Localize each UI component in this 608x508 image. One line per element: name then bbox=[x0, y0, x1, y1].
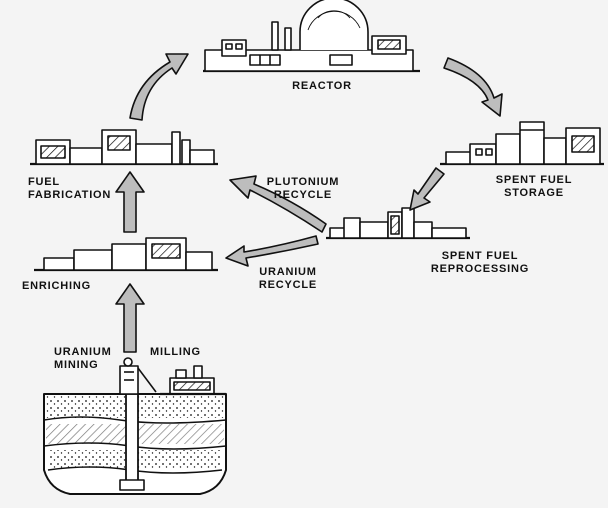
mine-headframe-icon bbox=[119, 357, 157, 395]
reactor-label: REACTOR bbox=[292, 80, 352, 92]
fabrication-plant-icon bbox=[30, 129, 218, 166]
spent-fuel-reprocessing-label: SPENT FUEL REPROCESSING bbox=[430, 250, 530, 275]
flow-arrow-icon bbox=[115, 171, 145, 233]
plutonium-recycle-label: PLUTONIUM RECYCLE bbox=[266, 176, 340, 201]
milling-label: MILLING bbox=[150, 346, 201, 358]
flow-arrow-icon bbox=[129, 53, 189, 121]
flow-arrow-icon bbox=[443, 57, 503, 117]
spent-fuel-storage-label: SPENT FUEL STORAGE bbox=[495, 174, 573, 199]
fuel-fabrication-label: FUEL FABRICATION bbox=[28, 176, 112, 201]
uranium-mining-label: URANIUM MINING bbox=[54, 346, 112, 371]
flow-arrow-icon bbox=[229, 175, 327, 233]
enrichment-plant-icon bbox=[34, 237, 218, 272]
reactor-plant-icon bbox=[203, 0, 420, 73]
mill-icon bbox=[160, 365, 226, 396]
enriching-label: ENRICHING bbox=[22, 280, 91, 292]
reprocessing-plant-icon bbox=[326, 207, 470, 240]
flow-arrow-icon bbox=[225, 235, 319, 267]
ground-strata-icon bbox=[43, 393, 227, 495]
uranium-recycle-label: URANIUM RECYCLE bbox=[258, 266, 318, 291]
storage-plant-icon bbox=[440, 121, 604, 166]
flow-arrow-icon bbox=[409, 167, 445, 211]
flow-arrow-icon bbox=[115, 283, 145, 353]
